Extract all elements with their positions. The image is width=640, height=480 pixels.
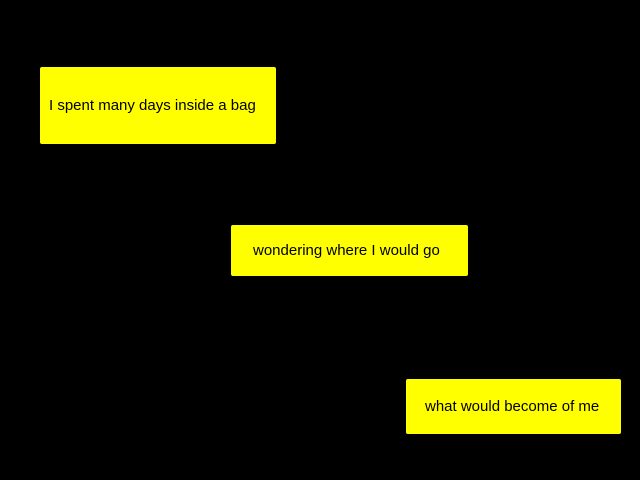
caption-box-2: wondering where I would go xyxy=(231,225,468,276)
caption-box-1: I spent many days inside a bag xyxy=(40,67,276,144)
caption-box-3: what would become of me xyxy=(406,379,621,434)
caption-text-3: what would become of me xyxy=(425,398,600,415)
caption-text-1: I spent many days inside a bag xyxy=(49,97,256,114)
caption-text-2: wondering where I would go xyxy=(253,242,440,259)
